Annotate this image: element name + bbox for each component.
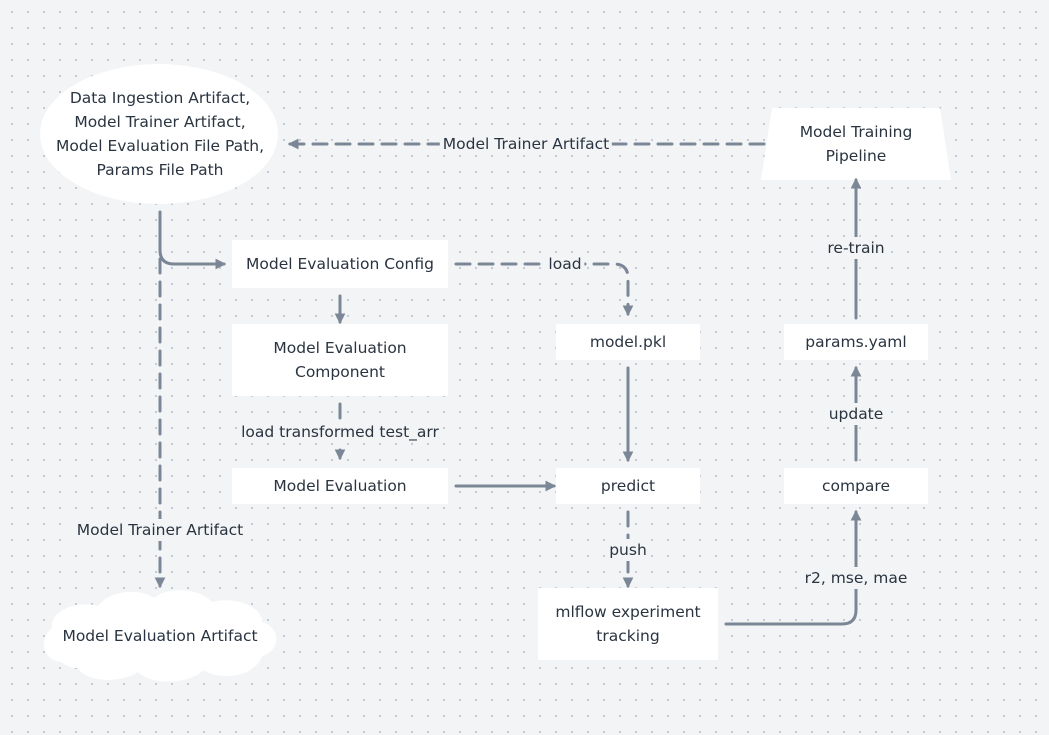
label-load: load	[545, 253, 585, 275]
label-trainer-artifact-top: Model Trainer Artifact	[439, 133, 613, 155]
node-eval-component-label: Model Evaluation Component	[273, 339, 407, 381]
node-predict[interactable]: predict	[556, 468, 700, 504]
label-load-test-arr: load transformed test_arr	[238, 421, 442, 443]
node-eval-component[interactable]: Model Evaluation Component	[232, 324, 448, 396]
node-predict-label: predict	[600, 477, 656, 495]
node-mlflow[interactable]: mlflow experiment tracking	[538, 588, 718, 660]
node-training-pipeline-label: Model Training Pipeline	[799, 123, 913, 165]
node-model-pkl[interactable]: model.pkl	[556, 324, 700, 360]
node-model-evaluation-label: Model Evaluation	[273, 477, 407, 495]
node-compare-label: compare	[821, 477, 890, 495]
node-compare[interactable]: compare	[784, 468, 928, 504]
node-model-pkl-label: model.pkl	[589, 333, 667, 351]
edge-config-to-modelpkl	[454, 262, 634, 317]
node-training-pipeline[interactable]: Model Training Pipeline	[768, 112, 944, 176]
label-update: update	[825, 403, 887, 425]
node-mlflow-label: mlflow experiment tracking	[555, 603, 701, 645]
node-eval-artifact[interactable]: Model Evaluation Artifact	[48, 620, 272, 652]
node-input-artifacts[interactable]: Data Ingestion Artifact, Model Trainer A…	[44, 70, 276, 198]
training-pipeline-trapezoid[interactable]	[761, 108, 951, 180]
node-eval-artifact-label: Model Evaluation Artifact	[62, 627, 258, 645]
node-params-yaml[interactable]: params.yaml	[784, 324, 928, 360]
eval-artifact-cloud[interactable]	[43, 590, 277, 682]
node-input-artifacts-label: Data Ingestion Artifact, Model Trainer A…	[55, 89, 265, 179]
label-trainer-artifact-left: Model Trainer Artifact	[73, 519, 247, 541]
edge-mlflow-to-compare	[724, 509, 862, 626]
node-model-evaluation[interactable]: Model Evaluation	[232, 468, 448, 504]
input-artifacts-ellipse[interactable]	[40, 64, 278, 204]
edge-ellipse-to-config	[158, 210, 227, 270]
node-eval-config-label: Model Evaluation Config	[246, 255, 434, 273]
label-retrain: re-train	[824, 237, 888, 259]
node-eval-config[interactable]: Model Evaluation Config	[232, 240, 448, 288]
node-params-yaml-label: params.yaml	[805, 333, 907, 351]
label-push: push	[606, 539, 650, 561]
label-metrics: r2, mse, mae	[801, 567, 911, 589]
